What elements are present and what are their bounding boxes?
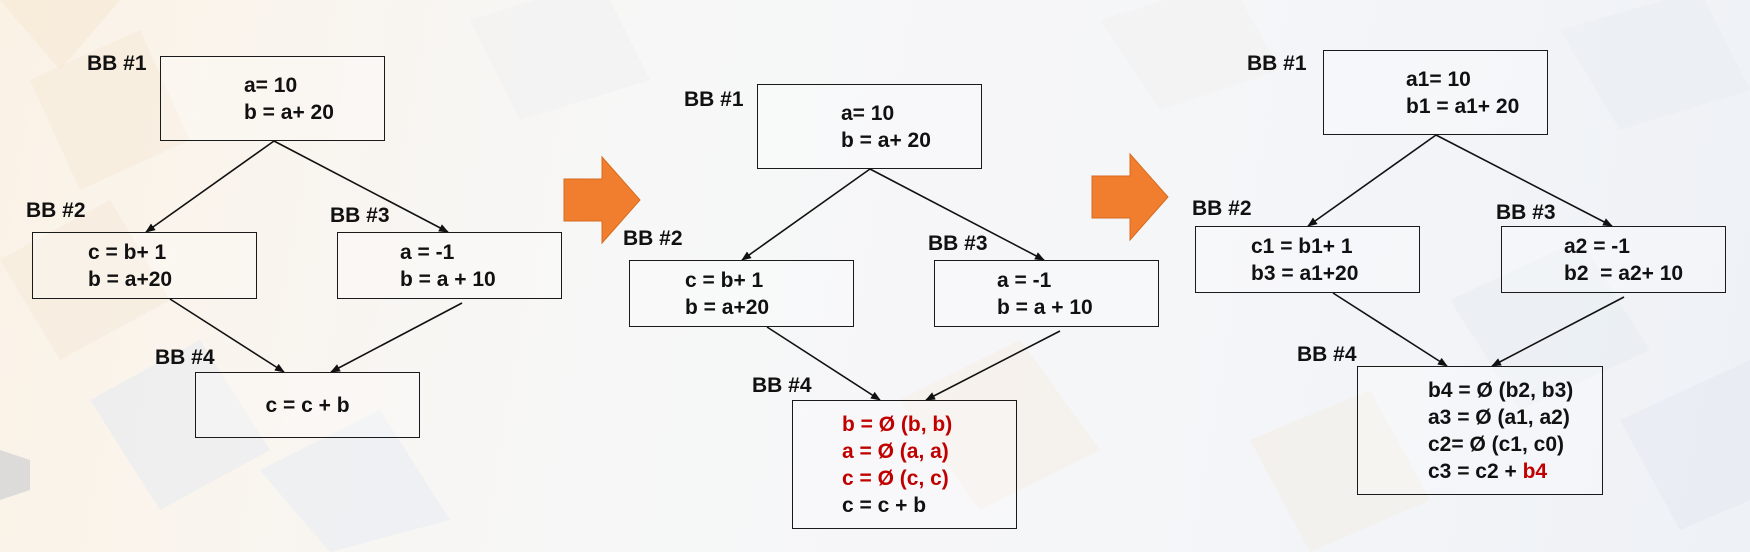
diagram-3-bb-4-line-3: c2= Ø (c1, c0) [1428, 431, 1602, 458]
statement-text: a1= 10 [1406, 67, 1471, 91]
diagram-1-bb-1-line-2: b = a+ 20 [244, 99, 384, 126]
diagram-2-bb-4-line-1: b = Ø (b, b) [842, 411, 1016, 438]
statement-text: c = Ø (c, c) [842, 466, 949, 490]
diagram-2-edge-4 [925, 330, 1061, 401]
statement-text: c2= Ø (c1, c0) [1428, 432, 1564, 456]
diagram-2-edge-2 [869, 168, 1045, 261]
diagram-2-bb-3-line-1: a = -1 [997, 267, 1158, 294]
diagram-1-bb-4-label: BB #4 [155, 346, 215, 369]
diagram-1-basic-block-4: c = c + b [195, 372, 420, 438]
diagram-3-bb-3-line-2: b2 = a2+ 10 [1564, 260, 1725, 287]
transition-arrow-1-icon [563, 155, 641, 245]
diagram-2-bb-1-label: BB #1 [684, 88, 744, 111]
diagram-3-edge-2 [1435, 134, 1613, 227]
diagram-3-basic-block-3: a2 = -1 b2 = a2+ 10 [1501, 226, 1726, 293]
diagram-1-basic-block-1: a= 10 b = a+ 20 [160, 56, 385, 141]
statement-text: b = a + 10 [400, 267, 496, 291]
statement-text: b1 = a1+ 20 [1406, 94, 1520, 118]
diagram-1-bb-3-label: BB #3 [330, 204, 390, 227]
diagram-3-bb-3-label: BB #3 [1496, 201, 1556, 224]
diagram-3-bb-2-label: BB #2 [1192, 197, 1252, 220]
diagram-1-bb-4-line-1: c = c + b [265, 392, 349, 419]
statement-text: b3 = a1+20 [1251, 261, 1359, 285]
diagram-3-bb-2-line-1: c1 = b1+ 1 [1251, 233, 1419, 260]
statement-text: b = a+ 20 [244, 100, 334, 124]
statement-text: c1 = b1+ 1 [1251, 234, 1353, 258]
diagram-1-edge-1 [145, 140, 275, 233]
statement-text: c = b+ 1 [88, 240, 167, 264]
diagram-3-edge-3 [1332, 292, 1448, 367]
diagram-2-bb-4-line-4: c = c + b [842, 492, 1016, 519]
diagram-2-bb-2-label: BB #2 [623, 227, 683, 250]
diagram-2-bb-1-line-2: b = a+ 20 [841, 127, 981, 154]
diagram-3-basic-block-4: b4 = Ø (b2, b3) a3 = Ø (a1, a2) c2= Ø (c1,… [1357, 366, 1603, 495]
diagram-2-bb-3-label: BB #3 [928, 232, 988, 255]
diagram-1-bb-1-label: BB #1 [87, 52, 147, 75]
diagram-2-basic-block-3: a = -1 b = a + 10 [934, 260, 1159, 327]
diagram-1-edge-3 [169, 298, 285, 373]
diagram-3-bb-4-line-2: a3 = Ø (a1, a2) [1428, 404, 1602, 431]
diagram-3-bb-4-line-1: b4 = Ø (b2, b3) [1428, 377, 1602, 404]
diagram-1-basic-block-3: a = -1 b = a + 10 [337, 232, 562, 299]
statement-text: b = Ø (b, b) [842, 412, 953, 436]
diagram-3-edge-1 [1307, 134, 1437, 227]
diagram-3-bb-2-line-2: b3 = a1+20 [1251, 260, 1419, 287]
diagram-1-bb-2-label: BB #2 [26, 199, 86, 222]
statement-text: c = b+ 1 [685, 268, 764, 292]
diagram-2-edge-3 [766, 326, 881, 401]
diagram-1-basic-block-2: c = b+ 1 b = a+20 [32, 232, 257, 299]
diagram-1-bb-2-line-2: b = a+20 [88, 266, 256, 293]
diagram-3-basic-block-2: c1 = b1+ 1 b3 = a1+20 [1195, 226, 1420, 293]
diagram-2-bb-2-line-2: b = a+20 [685, 294, 853, 321]
statement-text: b = a+ 20 [841, 128, 931, 152]
diagram-2-basic-block-2: c = b+ 1 b = a+20 [629, 260, 854, 327]
statement-text: b = a+20 [685, 295, 770, 319]
diagram-2-basic-block-4: b = Ø (b, b) a = Ø (a, a) c = Ø (c, c) c = … [792, 400, 1017, 529]
diagram-3-bb-3-line-1: a2 = -1 [1564, 233, 1725, 260]
diagram-3-bb-4-line-4: c3 = c2 + b4 [1428, 458, 1602, 485]
statement-text: a2 = -1 [1564, 234, 1630, 258]
statement-text: a = Ø (a, a) [842, 439, 949, 463]
statement-text: b4 = Ø (b2, b3) [1428, 378, 1574, 402]
diagram-3-bb-4-label: BB #4 [1297, 343, 1357, 366]
diagram-1-bb-2-line-1: c = b+ 1 [88, 239, 256, 266]
diagram-1-bb-3-line-2: b = a + 10 [400, 266, 561, 293]
statement-text: a = -1 [400, 240, 455, 264]
diagram-1-bb-3-line-1: a = -1 [400, 239, 561, 266]
statement-text: b = a+20 [88, 267, 173, 291]
diagram-2-bb-4-line-2: a = Ø (a, a) [842, 438, 1016, 465]
statement-text: c = c + b [265, 393, 350, 417]
statement-text: b2 = a2+ 10 [1564, 261, 1684, 285]
diagram-1-edge-2 [273, 140, 449, 233]
transition-arrow-2-icon [1091, 152, 1169, 242]
diagram-2-edge-1 [741, 168, 871, 261]
diagram-2-basic-block-1: a= 10 b = a+ 20 [757, 84, 982, 169]
statement-text: c = c + b [842, 493, 927, 517]
diagram-3-bb-1-label: BB #1 [1247, 52, 1307, 75]
diagram-3-bb-1-line-2: b1 = a1+ 20 [1406, 93, 1547, 120]
diagram-1-edge-4 [330, 302, 463, 373]
statement-text: b = a + 10 [997, 295, 1093, 319]
statement-text: c3 = c2 + [1428, 459, 1523, 483]
diagram-2-bb-4-label: BB #4 [752, 374, 812, 397]
highlighted-operand: b4 [1522, 459, 1548, 483]
statement-text: a = -1 [997, 268, 1052, 292]
diagram-3-edge-4 [1491, 296, 1625, 367]
diagram-1-bb-1-line-1: a= 10 [244, 72, 384, 99]
diagram-3-bb-1-line-1: a1= 10 [1406, 66, 1547, 93]
statement-text: a= 10 [841, 101, 895, 125]
diagram-3-basic-block-1: a1= 10 b1 = a1+ 20 [1323, 50, 1548, 135]
diagram-2-bb-2-line-1: c = b+ 1 [685, 267, 853, 294]
diagram-2-bb-1-line-1: a= 10 [841, 100, 981, 127]
statement-text: a3 = Ø (a1, a2) [1428, 405, 1570, 429]
statement-text: a= 10 [244, 73, 298, 97]
diagram-2-bb-4-line-3: c = Ø (c, c) [842, 465, 1016, 492]
diagram-2-bb-3-line-2: b = a + 10 [997, 294, 1158, 321]
